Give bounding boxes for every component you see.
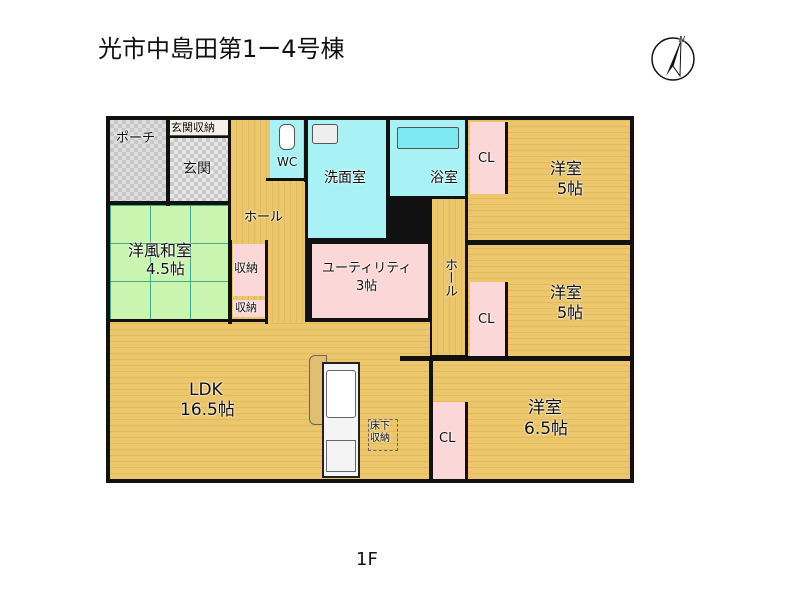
room-mid-name: 洋室 [550, 283, 583, 302]
storage-1 [233, 244, 265, 296]
wall [106, 319, 266, 322]
porch-label: ポーチ [116, 131, 156, 146]
closet-bottom [433, 402, 468, 479]
hall-right-label: ホール [441, 258, 457, 297]
japanese-room-name: 洋風和室 [128, 241, 193, 260]
utility-size: 3帖 [356, 279, 378, 294]
closet-top-label: CL [478, 151, 495, 166]
ldk-size: 16.5帖 [180, 400, 235, 420]
wall [400, 356, 634, 361]
underfloor-storage [368, 419, 398, 451]
toilet [279, 124, 295, 150]
floor-label: 1F [356, 549, 378, 570]
underfloor-storage-label: 床下 収納 [370, 421, 390, 444]
wall [266, 178, 306, 181]
japanese-room-size: 4.5帖 [146, 260, 185, 278]
japanese-room [110, 205, 228, 319]
kitchen-sink [326, 370, 356, 418]
wall [265, 240, 268, 324]
plan-title: 光市中島田第1ー4号棟 [98, 35, 345, 63]
wc-label: WC [277, 155, 298, 169]
wall [465, 240, 634, 245]
room-top-name: 洋室 [550, 159, 583, 178]
ldk-name: LDK [189, 380, 223, 400]
utility-name: ユーティリティ [322, 261, 412, 276]
bathtub [397, 127, 459, 149]
storage-2-label: 収納 [235, 301, 257, 314]
wall [308, 238, 312, 322]
wall [465, 116, 468, 246]
storage-1-label: 収納 [234, 261, 259, 275]
hall-left-label: ホール [244, 210, 284, 225]
compass-north-icon [651, 37, 695, 81]
room-bottom-size: 6.5帖 [524, 419, 569, 439]
wall [228, 116, 231, 206]
closet-mid-label: CL [478, 312, 495, 327]
wall [428, 196, 432, 322]
entrance [170, 138, 228, 202]
wall [465, 280, 468, 358]
porch [110, 120, 166, 202]
closet-top [470, 122, 508, 194]
wall [166, 116, 170, 206]
storage-2 [233, 300, 265, 317]
bath-label: 浴室 [430, 170, 458, 186]
wall [429, 358, 433, 482]
stove-icon [326, 440, 356, 472]
room-mid-size: 5帖 [557, 303, 584, 322]
wall [386, 196, 466, 199]
ldk [110, 322, 430, 479]
utility [312, 244, 428, 318]
entrance-storage [170, 120, 228, 136]
wall [308, 238, 432, 244]
wall [304, 116, 308, 182]
compass-label: N [679, 35, 685, 44]
room-bottom-name: 洋室 [528, 398, 562, 418]
wall [228, 240, 232, 324]
closet-mid [470, 282, 508, 356]
hall-right [432, 198, 465, 355]
closet-bottom-label: CL [439, 431, 456, 446]
sink [312, 124, 338, 144]
wall [386, 116, 390, 196]
washroom-label: 洗面室 [324, 170, 366, 186]
compass: N [648, 34, 698, 84]
wall [308, 318, 432, 322]
entrance-label: 玄関 [183, 161, 211, 177]
entrance-storage-label: 玄関収納 [171, 121, 215, 134]
room-top-size: 5帖 [557, 179, 584, 198]
